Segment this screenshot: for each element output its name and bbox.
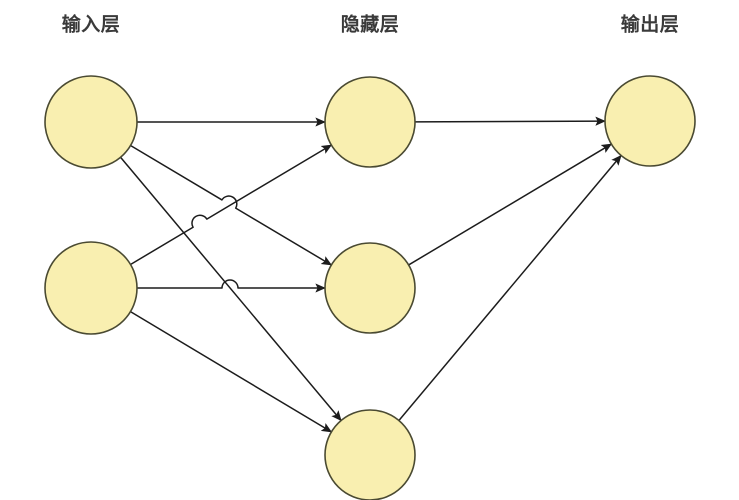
- node-h2[interactable]: [324, 242, 416, 334]
- edge-i1-to-h3: [119, 156, 342, 422]
- edges-group: [119, 116, 622, 433]
- edge-h1-to-o1: [414, 116, 606, 126]
- layer-label-hidden: 隐藏层: [341, 13, 400, 36]
- labels-group: 输入层 隐藏层 输出层: [62, 13, 680, 36]
- edge-i2-to-h2: [137, 279, 326, 293]
- nodes-group: [44, 75, 696, 500]
- node-h3[interactable]: [324, 409, 416, 500]
- edge-i2-to-h3: [130, 310, 333, 433]
- node-o1[interactable]: [604, 75, 696, 167]
- edge-h3-to-o1: [398, 154, 622, 421]
- node-h1[interactable]: [324, 76, 416, 168]
- node-i1[interactable]: [44, 75, 138, 169]
- edge-i1-to-h2: [130, 144, 333, 266]
- edge-i2-to-h1: [130, 144, 333, 266]
- layer-label-output: 输出层: [621, 13, 680, 36]
- edge-h2-to-o1: [408, 143, 613, 266]
- layer-label-input: 输入层: [62, 13, 121, 36]
- node-i2[interactable]: [44, 241, 138, 335]
